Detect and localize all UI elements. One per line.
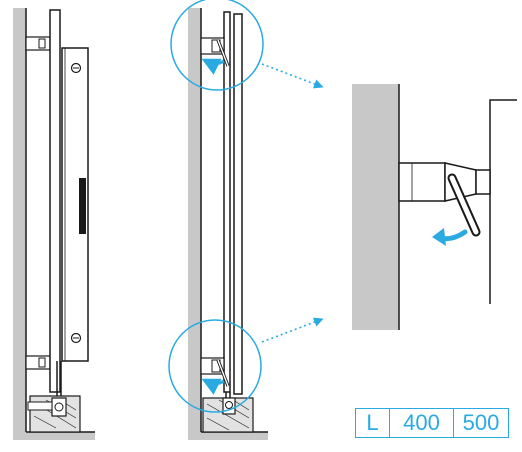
panel-outline-detail xyxy=(489,99,517,304)
rotate-arrowhead-detail xyxy=(432,228,446,246)
wall-detail xyxy=(352,84,399,330)
dimension-label-cell: L xyxy=(356,409,390,437)
rear-panel-left xyxy=(49,9,61,393)
dimension-table: L 400 500 xyxy=(355,408,509,438)
dimension-value-cell: 500 xyxy=(462,410,500,435)
detail-circle-bottom xyxy=(168,319,262,413)
wall-left xyxy=(13,8,26,438)
key-lever-detail xyxy=(447,173,481,237)
rotate-arrow-bottom-middle xyxy=(201,378,225,395)
valve-assembly-middle xyxy=(202,397,254,433)
leader-line-top xyxy=(261,63,324,89)
wall-middle xyxy=(188,8,201,438)
handle-slot-left xyxy=(79,178,86,234)
top-bracket-left xyxy=(25,36,51,51)
valve-assembly-left xyxy=(27,395,81,433)
rear-panel-middle xyxy=(223,11,231,393)
top-bracket-middle xyxy=(200,37,230,67)
floor-middle xyxy=(188,432,268,440)
bottom-bracket-left xyxy=(25,355,51,370)
detail-circle-top xyxy=(170,0,264,91)
middle-view xyxy=(168,0,324,440)
bracket-tube-detail xyxy=(398,162,491,202)
rotate-arrow-top-middle xyxy=(201,58,225,75)
front-panel-middle xyxy=(233,13,243,395)
bottom-bracket-middle xyxy=(200,357,230,387)
left-view xyxy=(13,8,95,440)
leader-line-bottom xyxy=(261,317,324,343)
detail-view xyxy=(352,84,517,330)
dimension-value-cell: 400 xyxy=(390,409,454,437)
screw-bottom-left xyxy=(70,332,82,344)
floor-left xyxy=(13,432,95,440)
screw-top-left xyxy=(70,62,82,74)
